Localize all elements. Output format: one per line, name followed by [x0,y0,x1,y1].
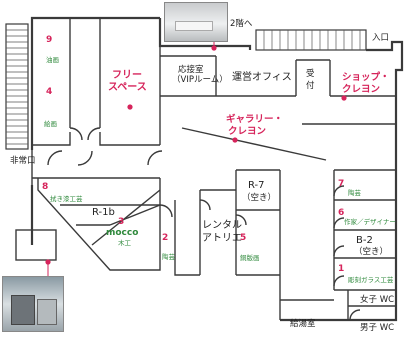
emergency-exit-label: 非常口 [10,155,36,166]
shop-label-2: クレヨン [342,84,380,95]
r7-label: R-7 [248,180,265,191]
studio-2-name: 陶芸 [162,252,176,261]
pin-dot-shop [341,95,347,101]
studio-2-number: 2 [162,233,168,243]
free-space-label-2: スペース [108,81,147,93]
shop-label-1: ショップ・ [342,71,390,83]
studio-1-number: 1 [338,264,344,274]
free-space-label-1: フリー [112,69,142,81]
studio-1-name: 彫刻ガラス工芸 [348,275,394,284]
studio-6-number: 6 [338,208,344,218]
r7-label-sub: （空き） [242,192,276,203]
photo-machine-2 [37,299,57,325]
studio-4-name: 絵画 [44,119,57,128]
studio-4-number: 4 [46,87,52,97]
bottom-left-room [15,229,57,261]
top-room-walls [160,55,396,97]
studio-5-number: 5 [240,233,246,243]
bottom-room-photo [2,276,64,332]
studio-3-brand: mocco [106,228,138,238]
pin-dot-free-space [127,104,133,110]
top-room-photo [164,2,228,42]
rental-label-2: アトリエ [202,233,242,244]
counter-label-1: 受 [306,68,315,79]
left-staircase [5,23,29,150]
corridor-walls [31,150,163,185]
top-label: 2階へ [230,18,253,29]
b2-label-sub: （空き） [354,246,388,257]
studio-9-number: 9 [46,35,52,45]
studio-6-name: 作家／デザイナー [344,217,396,226]
studio-8-name: 拭き漆工芸 [50,194,83,203]
right-studio-walls [333,169,396,321]
entrance-label: 入口 [372,33,389,43]
photo-machine [11,295,35,325]
photo-table [175,21,213,31]
rental-label-1: レンタル [202,219,242,231]
studio-9-name: 油画 [46,55,59,64]
b2-label: B-2 [356,235,373,246]
men-wc-label: 男子 WC [360,323,394,333]
outer-walls [30,16,404,322]
studio-7-number: 7 [338,179,344,189]
office-label: 運営オフィス [232,70,292,83]
women-wc-label: 女子 WC [360,294,394,305]
studio-3-number: 3 [118,217,124,227]
pin-dot-top [211,45,217,51]
kitchen-label: 給湯室 [290,318,316,329]
top-staircase [255,29,367,51]
gallery-walls [181,123,396,161]
pin-dot-gallery [232,137,238,143]
pin-dot-bottom-left [45,259,51,265]
gallery-label-1: ギャラリー・ [226,113,283,125]
r1b-label: R-1b [92,207,115,218]
reception-label-sub: （VIPルーム） [172,74,228,85]
studio-7-name: 陶芸 [348,188,362,197]
counter-label-2: 付 [306,80,315,91]
triangle-studio-walls [37,178,173,271]
reception-label: 応接室 [178,64,204,75]
left-room-walls [32,18,161,146]
studio-8-number: 8 [42,182,48,192]
studio-3-name: 木工 [118,238,132,247]
center-studio-walls [174,169,281,320]
studio-5-name: 銅版画 [240,253,260,262]
gallery-label-2: クレヨン [228,126,266,137]
